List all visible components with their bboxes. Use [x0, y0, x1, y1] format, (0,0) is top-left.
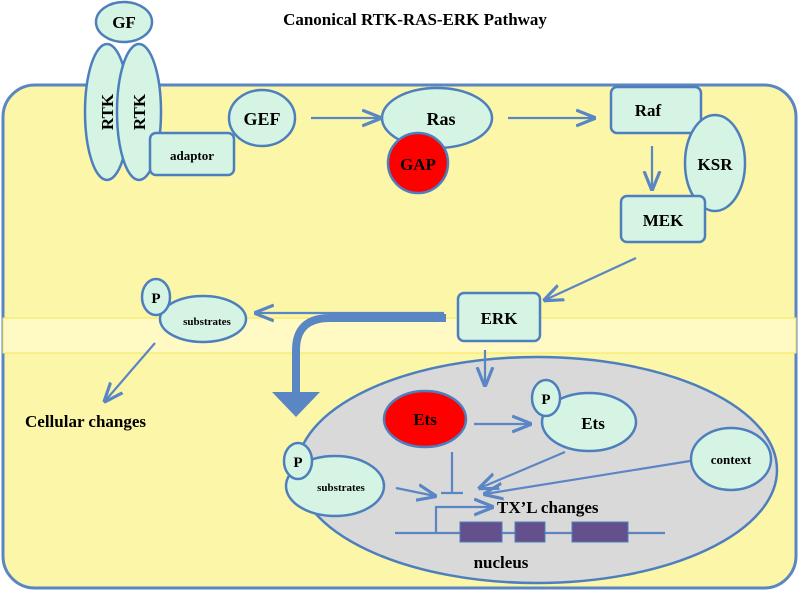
- erk-node: ERK: [456, 291, 542, 343]
- rtk-right-label: RTK: [130, 93, 149, 130]
- cyto-phospho-node: P: [140, 277, 172, 317]
- gf-label: GF: [112, 13, 136, 32]
- ets-label: Ets: [413, 410, 437, 429]
- nuc-phospho-label: P: [293, 455, 302, 471]
- ets-node: Ets: [382, 389, 468, 449]
- ets-phospho-label: Ets: [581, 414, 605, 433]
- exon-3: [571, 521, 629, 543]
- erk-label: ERK: [481, 309, 519, 328]
- ksr-label: KSR: [698, 155, 734, 174]
- gf-node: GF: [94, 0, 154, 44]
- ets-p-badge: P: [530, 378, 562, 418]
- context-node: context: [689, 426, 773, 492]
- cyto-substrates-node: substrates: [158, 294, 248, 344]
- exon-2: [514, 521, 546, 543]
- arrow-substrates-txl: [395, 488, 435, 496]
- ksr-node: KSR: [683, 113, 747, 213]
- adaptor-label: adaptor: [170, 148, 214, 163]
- rtk-left-label: RTK: [98, 93, 117, 130]
- nucleus-label: nucleus: [474, 553, 529, 572]
- mek-label: MEK: [643, 211, 684, 230]
- exon-1: [459, 521, 503, 543]
- mek-node: MEK: [619, 194, 707, 244]
- gap-label: GAP: [400, 155, 436, 174]
- gef-node: GEF: [227, 88, 297, 148]
- context-label: context: [711, 452, 752, 467]
- ets-p-label: P: [541, 392, 550, 408]
- promoter-arrow: [434, 507, 492, 533]
- cyto-substrates-label: substrates: [183, 316, 231, 328]
- diagram-title: Canonical RTK-RAS-ERK Pathway: [283, 10, 547, 29]
- arrow-mek-erk: [545, 257, 637, 300]
- membrane-stripe: [2, 317, 797, 354]
- rtk-receptor-left: RTK: [83, 42, 131, 182]
- arrow-context-txl: [485, 459, 691, 494]
- cyto-phospho-label: P: [151, 291, 160, 307]
- adaptor-node: adaptor: [148, 131, 236, 177]
- ets-phospho-node: Ets: [540, 391, 638, 453]
- translocation-arrow: [292, 314, 446, 396]
- nuc-phospho-node: P: [282, 441, 314, 481]
- txl-changes-label: TX’L changes: [497, 498, 599, 517]
- cellular-changes-label: Cellular changes: [25, 412, 146, 431]
- raf-label: Raf: [635, 101, 662, 120]
- gef-label: GEF: [243, 109, 280, 129]
- raf-node: Raf: [609, 85, 703, 135]
- ras-label: Ras: [426, 109, 455, 129]
- arrow-substrates-changes: [105, 342, 156, 401]
- nuc-substrates-label: substrates: [317, 482, 365, 494]
- gap-node: GAP: [386, 131, 450, 195]
- translocation-arrowhead: [272, 392, 320, 417]
